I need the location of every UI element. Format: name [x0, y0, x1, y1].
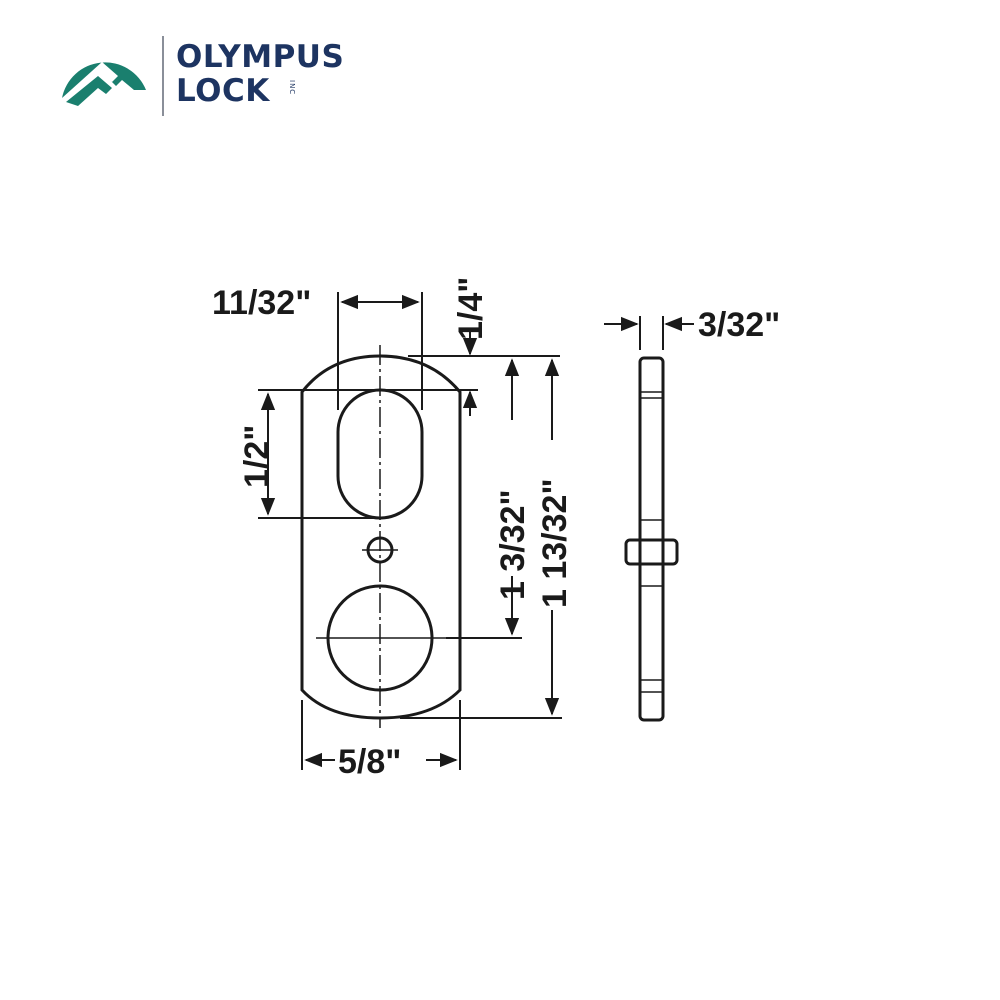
dim-overall-width: 5/8" [338, 743, 401, 781]
brand-name: OLYMPUS LOCK [176, 40, 344, 108]
dim-thickness: 3/32" [698, 306, 780, 344]
center-lines [316, 345, 446, 728]
plate-front-view [300, 354, 462, 720]
dim-top-offset: 1/4" [452, 277, 490, 340]
dim-slot-width: 11/32" [212, 284, 311, 322]
mountain-logo-icon [62, 62, 146, 112]
brand-name-line1: OLYMPUS [176, 39, 345, 75]
dim-overall-length: 1 13/32" [536, 478, 574, 608]
side-view-details [640, 391, 663, 693]
dimension-lines [258, 292, 694, 770]
dim-hole-center-distance: 1 3/32" [494, 489, 532, 600]
logo-divider [162, 36, 164, 116]
brand-name-line2: LOCK [176, 73, 270, 109]
plate-side-view [624, 356, 679, 722]
dim-slot-length: 1/2" [238, 425, 276, 488]
brand-suffix: INC [288, 80, 296, 96]
olympus-lock-logo: OLYMPUS LOCK INC [58, 36, 368, 118]
